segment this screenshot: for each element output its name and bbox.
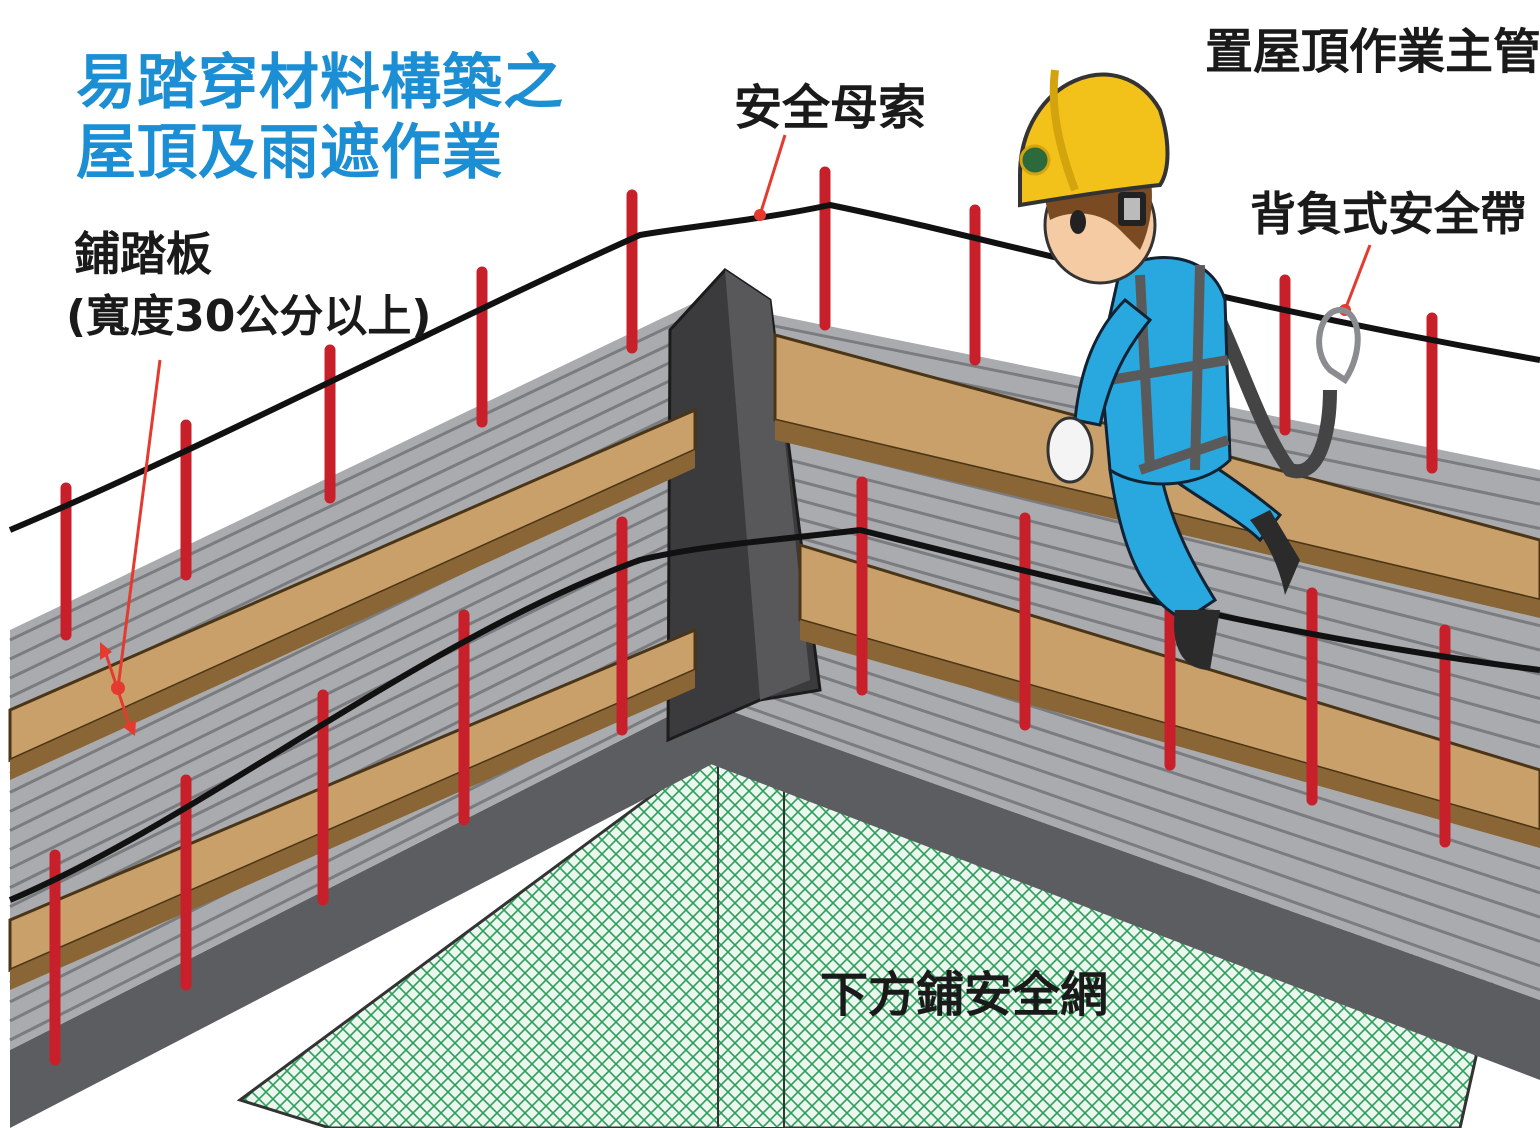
left-roof-edge [10, 690, 720, 1128]
label-board-name: 鋪踏板 [74, 227, 212, 281]
lifeline-leader [754, 134, 787, 221]
ridge-cap [666, 268, 822, 743]
label-safety-net: 下方鋪安全網 [820, 967, 1109, 1023]
carabiner-hook-icon [1316, 306, 1361, 385]
label-board-width: (寬度30公分以上) [66, 291, 432, 342]
board-width-indicator [100, 359, 162, 736]
worker-with-yellow-helmet-icon [1018, 69, 1361, 670]
lower-lifeline [8, 526, 1540, 903]
safety-net [236, 758, 1502, 1128]
page-title: 易踏穿材料構築之 屋頂及雨遮作業 [76, 48, 564, 188]
title-line-2: 屋頂及雨遮作業 [76, 118, 503, 188]
title-line-1: 易踏穿材料構築之 [76, 48, 564, 118]
label-lifeline: 安全母索 [734, 80, 927, 136]
right-roof-edge [700, 700, 1540, 1080]
label-harness: 背負式安全帶 [1250, 187, 1526, 241]
label-supervisor: 置屋頂作業主管 [1205, 24, 1540, 80]
harness-leader [1339, 244, 1372, 316]
lifeline-posts-lower [49, 476, 1451, 1066]
